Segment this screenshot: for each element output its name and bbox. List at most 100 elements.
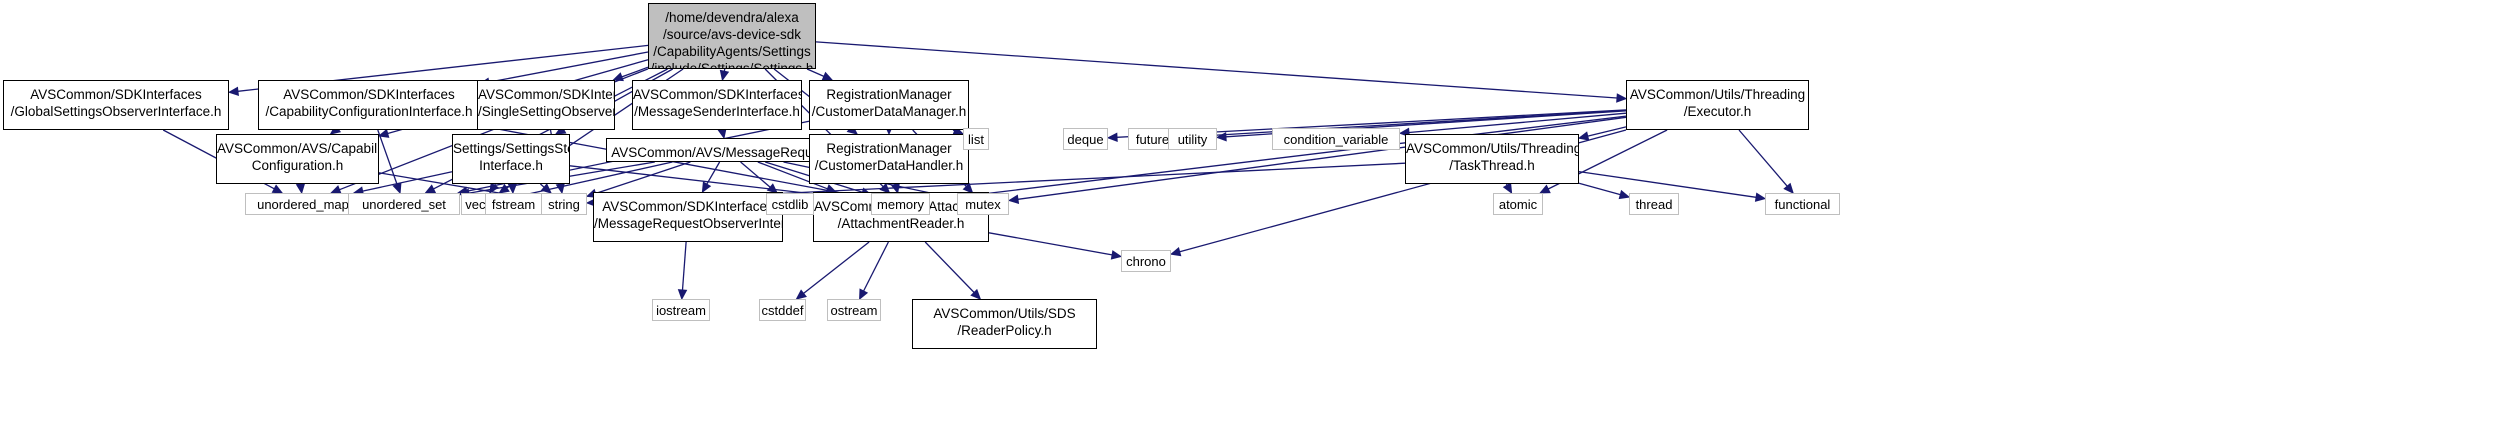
node-label-line: unordered_map — [257, 197, 349, 212]
node-sso[interactable]: AVSCommon/SDKInterfaces/SingleSettingObs… — [477, 80, 615, 130]
node-memory: memory — [871, 193, 930, 215]
node-label-line: deque — [1067, 132, 1104, 147]
edge-arrowhead — [424, 184, 437, 194]
node-msi[interactable]: AVSCommon/SDKInterfaces/MessageSenderInt… — [632, 80, 802, 130]
edge-arrowhead — [1007, 194, 1020, 204]
edge-exec-to-future — [1185, 109, 1627, 138]
edge-mreq-to-vector — [513, 161, 673, 198]
edge-arrowhead — [271, 184, 284, 194]
node-label-line: functional — [1774, 197, 1831, 212]
edge-exec-to-condition_variable — [1408, 112, 1627, 134]
edge-ar-to-chrono — [988, 232, 1113, 256]
node-label-line: condition_variable — [1283, 132, 1389, 147]
node-label-line: mutex — [965, 197, 1001, 212]
node-label-line: unordered_set — [362, 197, 446, 212]
node-unordered-set: unordered_set — [348, 193, 460, 215]
node-label-line: /TaskThread.h — [1449, 158, 1535, 173]
node-label-line: iostream — [656, 303, 706, 318]
node-label-line: /CustomerDataHandler.h — [814, 158, 964, 173]
edge-tt-to-functional — [1578, 170, 1757, 198]
edge-settings_h-to-cci — [488, 51, 649, 83]
node-cci[interactable]: AVSCommon/SDKInterfaces/CapabilityConfig… — [258, 80, 480, 130]
edge-arrowhead — [1754, 192, 1767, 202]
node-label-line: AVSCommon/SDKInterfaces — [633, 87, 802, 102]
edge-arrowhead — [489, 182, 499, 195]
node-gso[interactable]: AVSCommon/SDKInterfaces/GlobalSettingsOb… — [3, 80, 229, 130]
edge-arrowhead — [1618, 189, 1631, 200]
node-label-line: /source/avs-device-sdk — [662, 27, 802, 42]
edge-arrowhead — [377, 128, 390, 138]
node-label-line: Settings/SettingsStorage — [453, 141, 569, 156]
node-label-line: cstdlib — [771, 197, 809, 212]
node-label-line: thread — [1635, 197, 1673, 212]
node-ostream: ostream — [827, 299, 881, 321]
node-exec[interactable]: AVSCommon/Utils/Threading/Executor.h — [1626, 80, 1809, 130]
node-label-line: /CapabilityAgents/Settings — [653, 44, 811, 59]
node-label-line: RegistrationManager — [826, 87, 952, 102]
node-mutex: mutex — [957, 193, 1009, 215]
node-label-line: Interface.h — [479, 158, 543, 173]
node-cdh[interactable]: RegistrationManager/CustomerDataHandler.… — [809, 134, 969, 184]
node-atomic: atomic — [1493, 193, 1543, 215]
edge-arrowhead — [1169, 247, 1182, 257]
node-mroi[interactable]: AVSCommon/SDKInterfaces/MessageRequestOb… — [593, 192, 783, 242]
node-label-line: AVSCommon/SDKInterfaces — [30, 87, 202, 102]
node-label-line: memory — [877, 197, 924, 212]
node-settings-h[interactable]: /home/devendra/alexa/source/avs-device-s… — [648, 3, 816, 69]
node-label-line: list — [968, 132, 984, 147]
edge-settings_h-to-exec — [815, 41, 1618, 99]
node-label-line: RegistrationManager — [826, 141, 952, 156]
edge-settings_h-to-sso — [621, 66, 649, 78]
node-mreq[interactable]: AVSCommon/AVS/MessageRequest.h — [606, 138, 847, 162]
node-label-line: /AttachmentReader.h — [837, 216, 965, 231]
node-string: string — [541, 193, 587, 215]
node-cstddef: cstddef — [759, 299, 806, 321]
edge-arrowhead — [1577, 131, 1590, 141]
edge-cci-to-unordered_set — [377, 129, 398, 185]
node-tt[interactable]: AVSCommon/Utils/Threading/TaskThread.h — [1405, 134, 1579, 184]
node-label-line: /CustomerDataManager.h — [811, 104, 967, 119]
edge-arrowhead — [677, 289, 688, 301]
edge-arrowhead — [392, 182, 402, 195]
edge-ar-to-ostream — [863, 241, 889, 292]
edge-arrowhead — [1215, 131, 1227, 142]
edge-mreq-to-mroi — [706, 161, 721, 185]
node-condition-variable: condition_variable — [1272, 128, 1400, 150]
node-rp[interactable]: AVSCommon/Utils/SDS/ReaderPolicy.h — [912, 299, 1097, 349]
node-label-line: cstddef — [761, 303, 804, 318]
edge-tt-to-thread — [1578, 182, 1621, 196]
node-label-line: /SingleSettingObserverInterface.h — [478, 104, 614, 119]
node-label-line: AVSCommon/Utils/SDS — [933, 306, 1076, 321]
node-functional: functional — [1765, 193, 1840, 215]
edge-arrowhead — [1106, 132, 1118, 143]
node-label-line: /ReaderPolicy.h — [957, 323, 1052, 338]
edge-settings_h-to-cdm — [806, 68, 825, 77]
node-ssi[interactable]: Settings/SettingsStorageInterface.h — [452, 134, 570, 184]
edge-arrowhead — [555, 182, 565, 195]
edge-arrowhead — [962, 182, 974, 194]
edge-exec-to-functional — [1738, 129, 1788, 187]
edge-arrowhead — [295, 183, 306, 195]
node-list: list — [963, 128, 989, 150]
edge-exec-to-mutex — [1017, 116, 1627, 200]
edge-arrowhead — [1110, 250, 1123, 260]
edge-ar-to-rp — [924, 241, 975, 293]
edge-arrowhead — [1502, 182, 1513, 195]
node-label-line: utility — [1177, 132, 1208, 147]
node-label-line: chrono — [1126, 254, 1166, 269]
node-label-line: AVSCommon/SDKInterfaces — [478, 87, 614, 102]
edge-mreq-to-cstdlib — [740, 161, 771, 188]
edge-mroi-to-iostream — [681, 241, 687, 291]
node-cdm[interactable]: RegistrationManager/CustomerDataManager.… — [809, 80, 969, 130]
edge-mreq-to-ar — [757, 161, 828, 190]
node-label-line: /CapabilityConfigurationInterface.h — [265, 104, 473, 119]
node-label-line: AVSCommon/AVS/Capability — [217, 141, 379, 156]
edge-arrowhead — [719, 69, 730, 82]
node-label-line: /home/devendra/alexa — [665, 10, 799, 25]
node-iostream: iostream — [652, 299, 710, 321]
node-label-line: /include/Settings/Settings.h — [650, 61, 814, 69]
node-label-line: AVSCommon/SDKInterfaces — [602, 199, 774, 214]
node-label-line: AVSCommon/AVS/MessageRequest.h — [611, 145, 842, 160]
